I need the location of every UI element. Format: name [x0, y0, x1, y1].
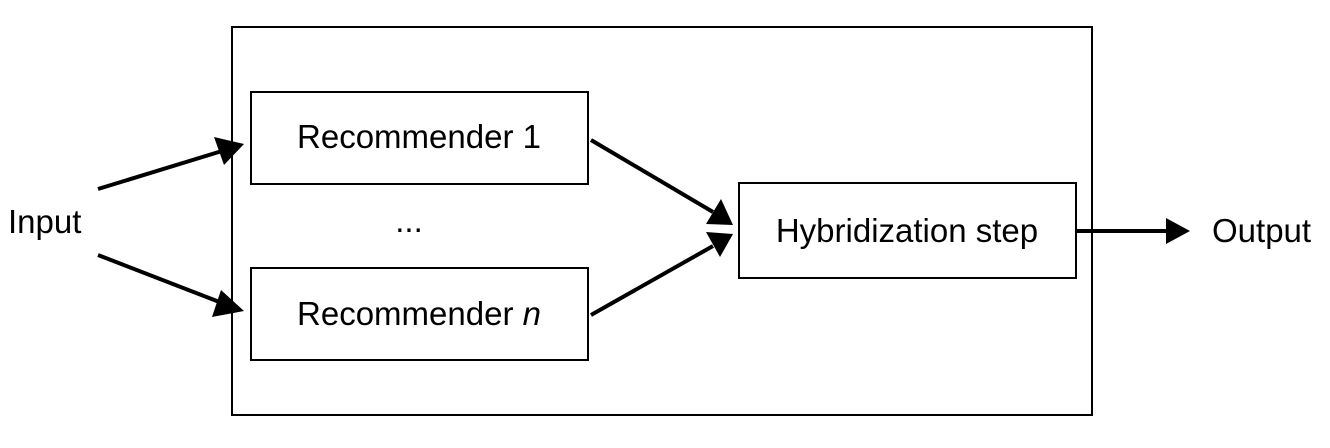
recommender-n-box	[250, 267, 589, 361]
output-label: Output	[1212, 212, 1311, 249]
arrow-recommender-1-to-hybridization	[589, 138, 733, 225]
hybridization-step-label: Hybridization step	[776, 212, 1038, 249]
arrow-recommender-n-to-hybridization	[590, 232, 733, 317]
recommender-n-label: Recommender n	[297, 295, 541, 332]
arrow-input-to-recommender-n	[97, 253, 244, 317]
ellipsis-label: ...	[395, 202, 423, 239]
recommender-n-label-text: Recommender	[297, 295, 523, 332]
recommender-n-italic-n: n	[523, 295, 541, 332]
input-label: Input	[8, 203, 81, 240]
hybridization-step-box	[738, 182, 1077, 279]
recommender-1-box	[250, 91, 589, 185]
arrow-input-to-recommender-1	[97, 137, 244, 191]
arrow-hybridization-to-output	[1076, 218, 1190, 244]
recommender-1-label: Recommender 1	[297, 118, 541, 155]
